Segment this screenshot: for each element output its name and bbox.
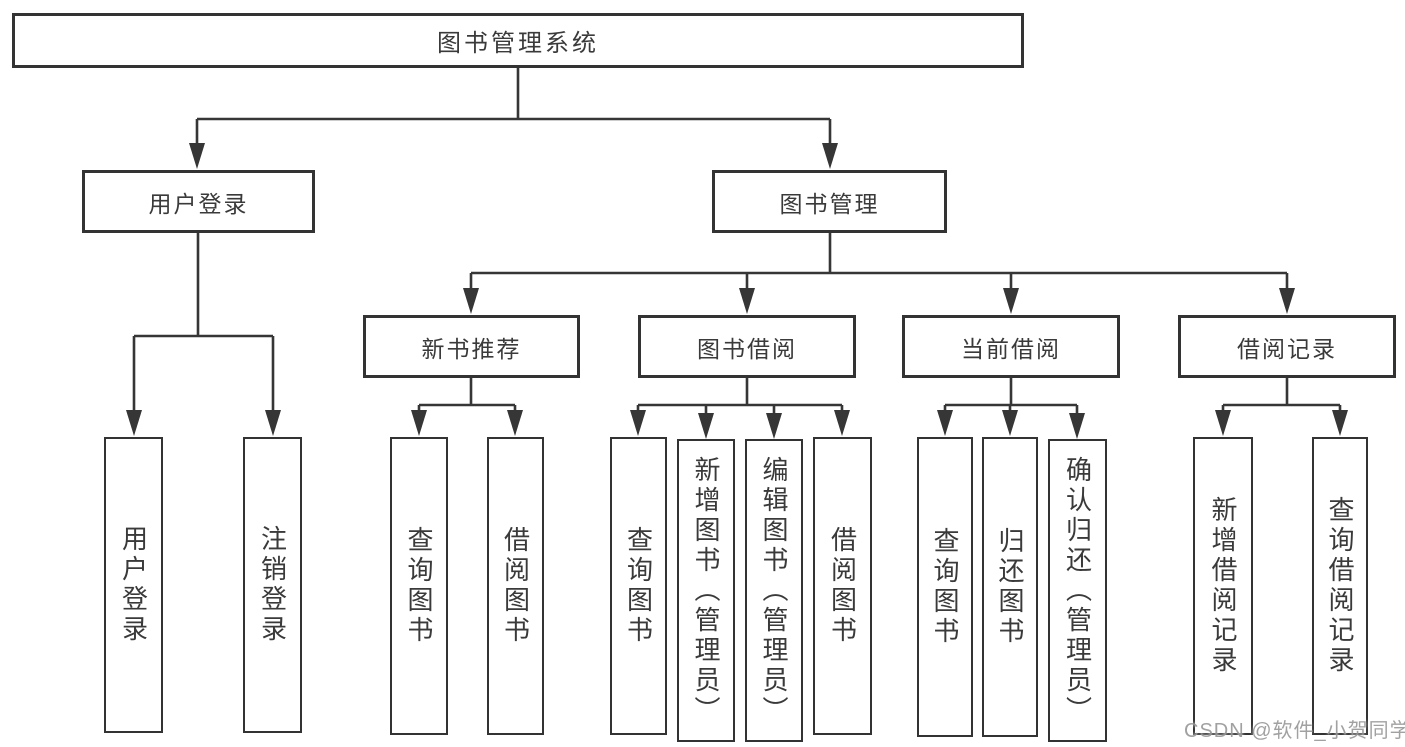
node-label: 查询图书 (930, 527, 960, 647)
node-bb-add-books-admin: 新增图书（管理员） (677, 439, 735, 742)
node-bb-query-books: 查询图书 (610, 437, 667, 735)
node-label: 借阅记录 (1237, 335, 1337, 362)
node-cb-return-books: 归还图书 (982, 437, 1038, 737)
node-label: 归还图书 (995, 527, 1025, 647)
node-login: 用户登录 (104, 437, 163, 733)
node-cb-confirm-return-admin: 确认归还（管理员） (1048, 439, 1107, 742)
node-label: 借阅图书 (827, 526, 858, 646)
node-label: 图书借阅 (697, 335, 797, 362)
node-book-borrowing: 图书借阅 (638, 315, 856, 378)
node-label: 新增图书（管理员） (691, 455, 721, 726)
node-nb-query-books: 查询图书 (390, 437, 448, 735)
arrow-down-icon (1279, 288, 1295, 314)
arrow-down-icon (739, 288, 755, 314)
edge-newbook-fan (417, 378, 517, 416)
arrow-down-icon (822, 143, 838, 169)
edge-root-to-level2 (195, 68, 832, 146)
node-label: 借阅图书 (500, 526, 531, 646)
node-label: 查询借阅记录 (1325, 496, 1355, 676)
node-bb-borrow-books: 借阅图书 (813, 437, 872, 735)
arrow-down-icon (1215, 410, 1231, 436)
arrow-down-icon (1002, 410, 1018, 436)
arrow-down-icon (698, 413, 714, 439)
node-logout: 注销登录 (243, 437, 302, 733)
node-system-root: 图书管理系统 (12, 13, 1024, 68)
arrow-down-icon (126, 410, 142, 436)
arrow-down-icon (1332, 410, 1348, 436)
node-bb-edit-books-admin: 编辑图书（管理员） (745, 439, 803, 742)
arrow-down-icon (265, 410, 281, 436)
node-label: 确认归还（管理员） (1062, 455, 1093, 726)
node-book-management: 图书管理 (712, 170, 947, 233)
arrow-down-icon (1003, 288, 1019, 314)
node-cb-query-books: 查询图书 (917, 437, 973, 737)
edge-bookmgmt-to-level3 (469, 233, 1289, 292)
arrow-down-icon (630, 410, 646, 436)
edge-userlogin-to-children (132, 233, 275, 414)
arrow-down-icon (189, 143, 205, 169)
arrow-down-icon (507, 410, 523, 436)
node-label: 图书管理 (779, 190, 880, 217)
node-label: 注销登录 (257, 525, 288, 645)
node-label: 用户登录 (118, 525, 149, 645)
node-br-add-record: 新增借阅记录 (1193, 437, 1253, 735)
node-label: 新增借阅记录 (1208, 496, 1238, 676)
node-new-book-recommend: 新书推荐 (363, 315, 580, 378)
node-label: 查询图书 (623, 526, 654, 646)
node-current-borrowing: 当前借阅 (902, 315, 1120, 378)
arrow-down-icon (766, 413, 782, 439)
csdn-watermark: CSDN @软件_小贺同学 (1184, 720, 1405, 742)
arrow-down-icon (411, 410, 427, 436)
arrow-down-icon (1069, 413, 1085, 439)
node-borrowing-records: 借阅记录 (1178, 315, 1396, 378)
edge-records-fan (1221, 378, 1342, 416)
node-label: 新书推荐 (421, 335, 522, 362)
node-label: 当前借阅 (961, 335, 1061, 362)
arrow-down-icon (834, 410, 850, 436)
node-label: 用户登录 (148, 190, 249, 217)
arrow-down-icon (937, 410, 953, 436)
node-label: 图书管理系统 (437, 30, 599, 57)
node-label: 查询图书 (404, 526, 434, 646)
node-label: 编辑图书（管理员） (759, 455, 789, 726)
arrowheads (126, 143, 1348, 439)
arrow-down-icon (463, 288, 479, 314)
node-user-login: 用户登录 (82, 170, 315, 233)
node-nb-borrow-books: 借阅图书 (487, 437, 544, 735)
edge-borrowing-fan (636, 378, 844, 418)
node-br-query-record: 查询借阅记录 (1312, 437, 1368, 735)
